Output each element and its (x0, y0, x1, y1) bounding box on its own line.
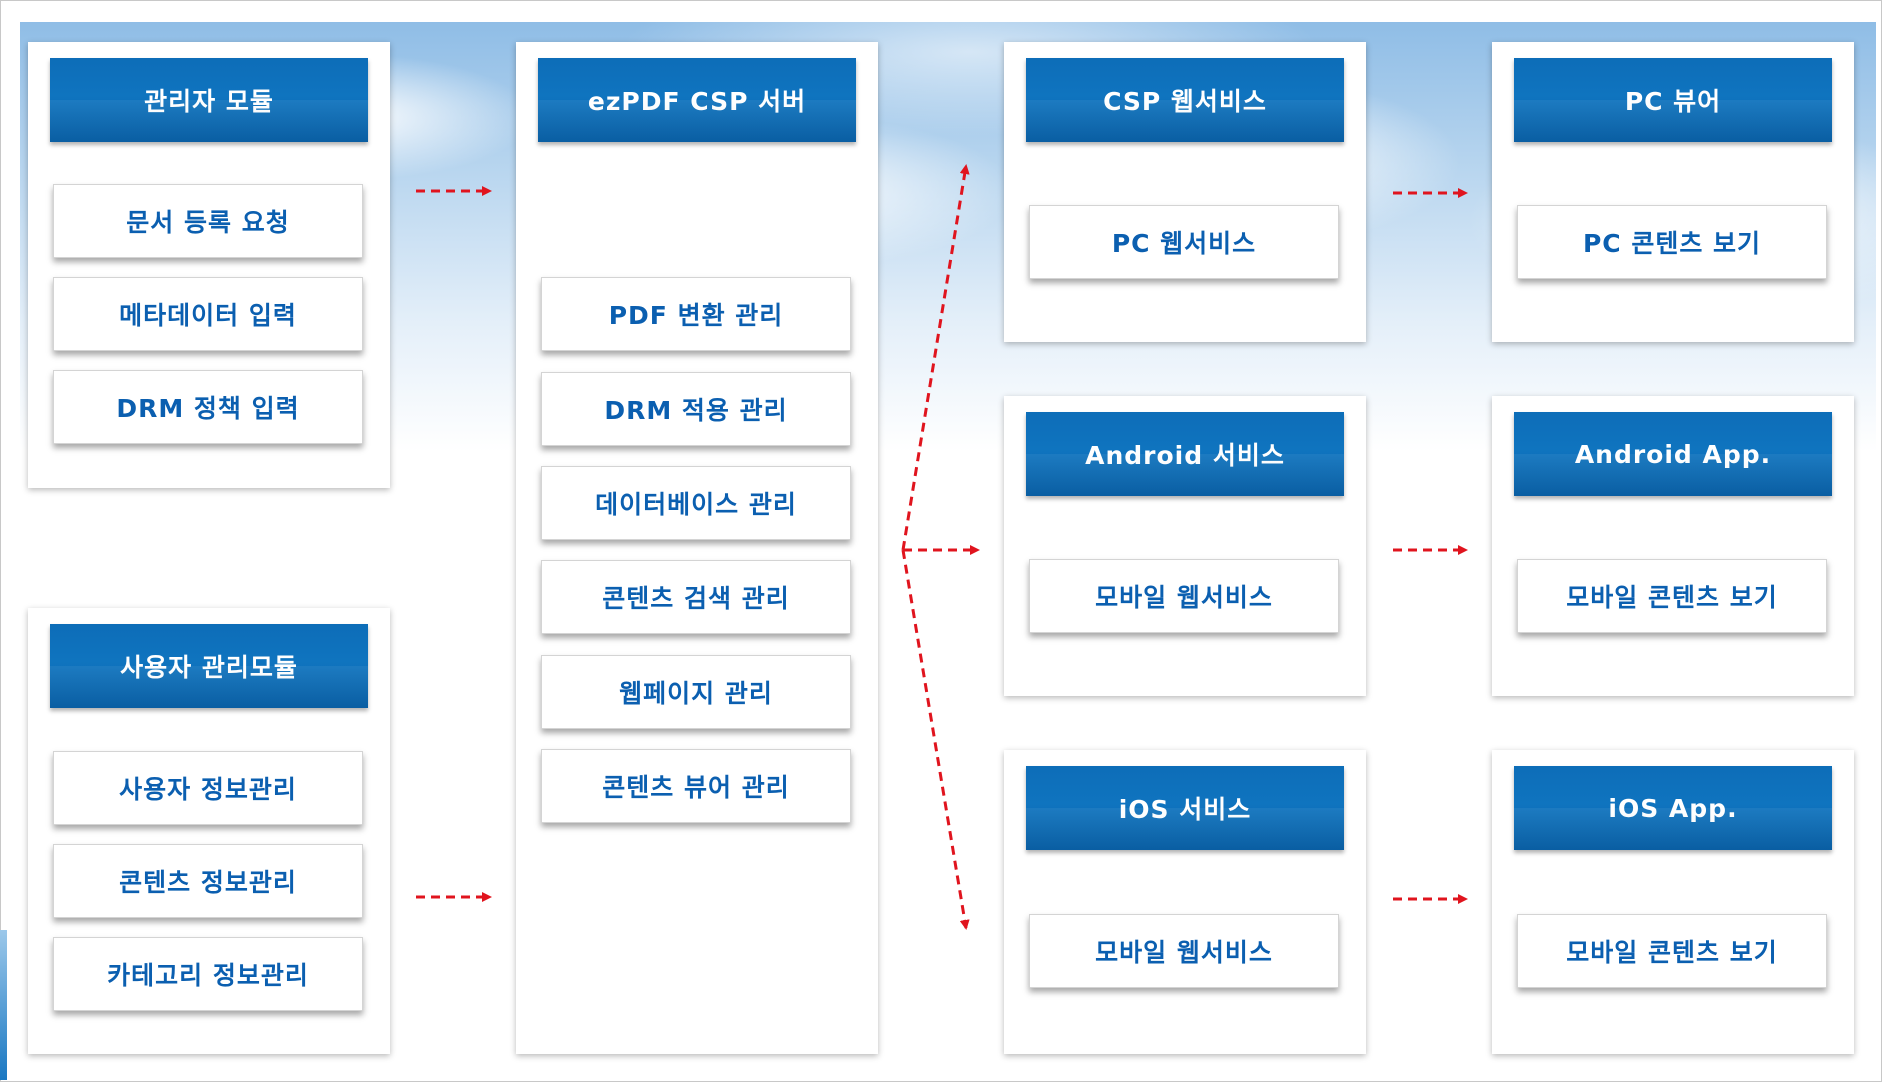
android-app-title: Android App. (1514, 412, 1832, 496)
csp-webservice-title: CSP 웹서비스 (1026, 58, 1344, 142)
android-mobile-content-view-item: 모바일 콘텐츠 보기 (1517, 559, 1827, 633)
admin-item-drm-policy-input: DRM 정책 입력 (53, 370, 363, 444)
ios-service-panel: iOS 서비스 모바일 웹서비스 (1004, 750, 1366, 1054)
user-item-content-info: 콘텐츠 정보관리 (53, 844, 363, 918)
android-mobile-webservice-item: 모바일 웹서비스 (1029, 559, 1339, 633)
ios-mobile-content-view-item: 모바일 콘텐츠 보기 (1517, 914, 1827, 988)
admin-item-document-register: 문서 등록 요청 (53, 184, 363, 258)
pc-viewer-title: PC 뷰어 (1514, 58, 1832, 142)
ios-service-title: iOS 서비스 (1026, 766, 1344, 850)
arrow-server-to-ios-service (901, 549, 970, 930)
csp-server-panel: ezPDF CSP 서버 PDF 변환 관리 DRM 적용 관리 데이터베이스 … (516, 42, 878, 1054)
android-service-panel: Android 서비스 모바일 웹서비스 (1004, 396, 1366, 696)
user-item-category-info: 카테고리 정보관리 (53, 937, 363, 1011)
csp-server-title: ezPDF CSP 서버 (538, 58, 856, 142)
android-service-title: Android 서비스 (1026, 412, 1344, 496)
android-app-panel: Android App. 모바일 콘텐츠 보기 (1492, 396, 1854, 696)
user-module-title: 사용자 관리모듈 (50, 624, 368, 708)
left-edge-decoration (0, 930, 7, 1080)
ios-app-title: iOS App. (1514, 766, 1832, 850)
server-item-drm-apply: DRM 적용 관리 (541, 372, 851, 446)
server-item-content-viewer: 콘텐츠 뷰어 관리 (541, 749, 851, 823)
pc-content-view-item: PC 콘텐츠 보기 (1517, 205, 1827, 279)
server-item-webpage: 웹페이지 관리 (541, 655, 851, 729)
admin-item-metadata-input: 메타데이터 입력 (53, 277, 363, 351)
pc-webservice-item: PC 웹서비스 (1029, 205, 1339, 279)
admin-module-panel: 관리자 모듈 문서 등록 요청 메타데이터 입력 DRM 정책 입력 (28, 42, 390, 488)
csp-webservice-panel: CSP 웹서비스 PC 웹서비스 (1004, 42, 1366, 342)
admin-module-title: 관리자 모듈 (50, 58, 368, 142)
server-item-database: 데이터베이스 관리 (541, 466, 851, 540)
pc-viewer-panel: PC 뷰어 PC 콘텐츠 보기 (1492, 42, 1854, 342)
ios-app-panel: iOS App. 모바일 콘텐츠 보기 (1492, 750, 1854, 1054)
server-item-content-search: 콘텐츠 검색 관리 (541, 560, 851, 634)
ios-mobile-webservice-item: 모바일 웹서비스 (1029, 914, 1339, 988)
arrow-server-to-csp-webservice (901, 164, 970, 551)
user-item-user-info: 사용자 정보관리 (53, 751, 363, 825)
user-module-panel: 사용자 관리모듈 사용자 정보관리 콘텐츠 정보관리 카테고리 정보관리 (28, 608, 390, 1054)
server-item-pdf-conversion: PDF 변환 관리 (541, 277, 851, 351)
